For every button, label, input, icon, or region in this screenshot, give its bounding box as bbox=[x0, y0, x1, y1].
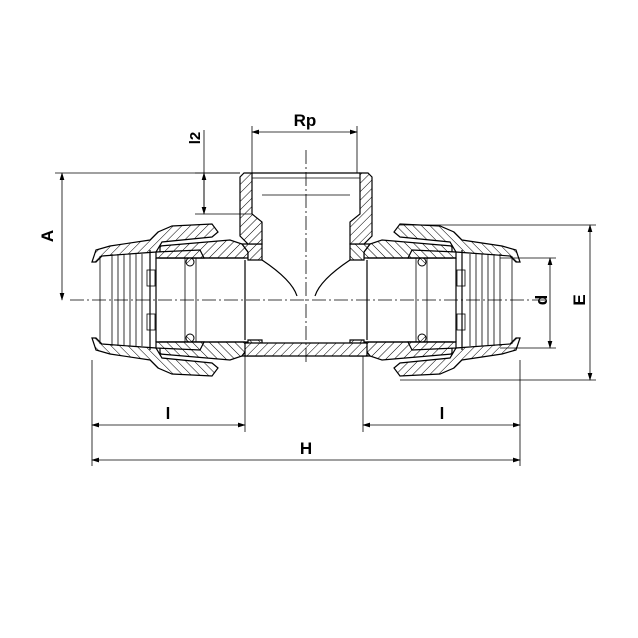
fitting-body bbox=[91, 172, 521, 377]
dim-l-right-label: l bbox=[440, 404, 445, 423]
dim-rp-label: Rp bbox=[294, 111, 317, 130]
dim-l-left-label: l bbox=[166, 404, 171, 423]
dim-a-label: A bbox=[38, 230, 57, 242]
dim-d-label: d bbox=[532, 295, 551, 305]
dim-l2-label: l2 bbox=[187, 132, 204, 145]
dimensions: Rp l2 A d E l l H bbox=[38, 111, 596, 466]
dim-h-label: H bbox=[300, 439, 312, 458]
center-lines bbox=[70, 150, 545, 365]
dim-e-label: E bbox=[570, 294, 589, 305]
